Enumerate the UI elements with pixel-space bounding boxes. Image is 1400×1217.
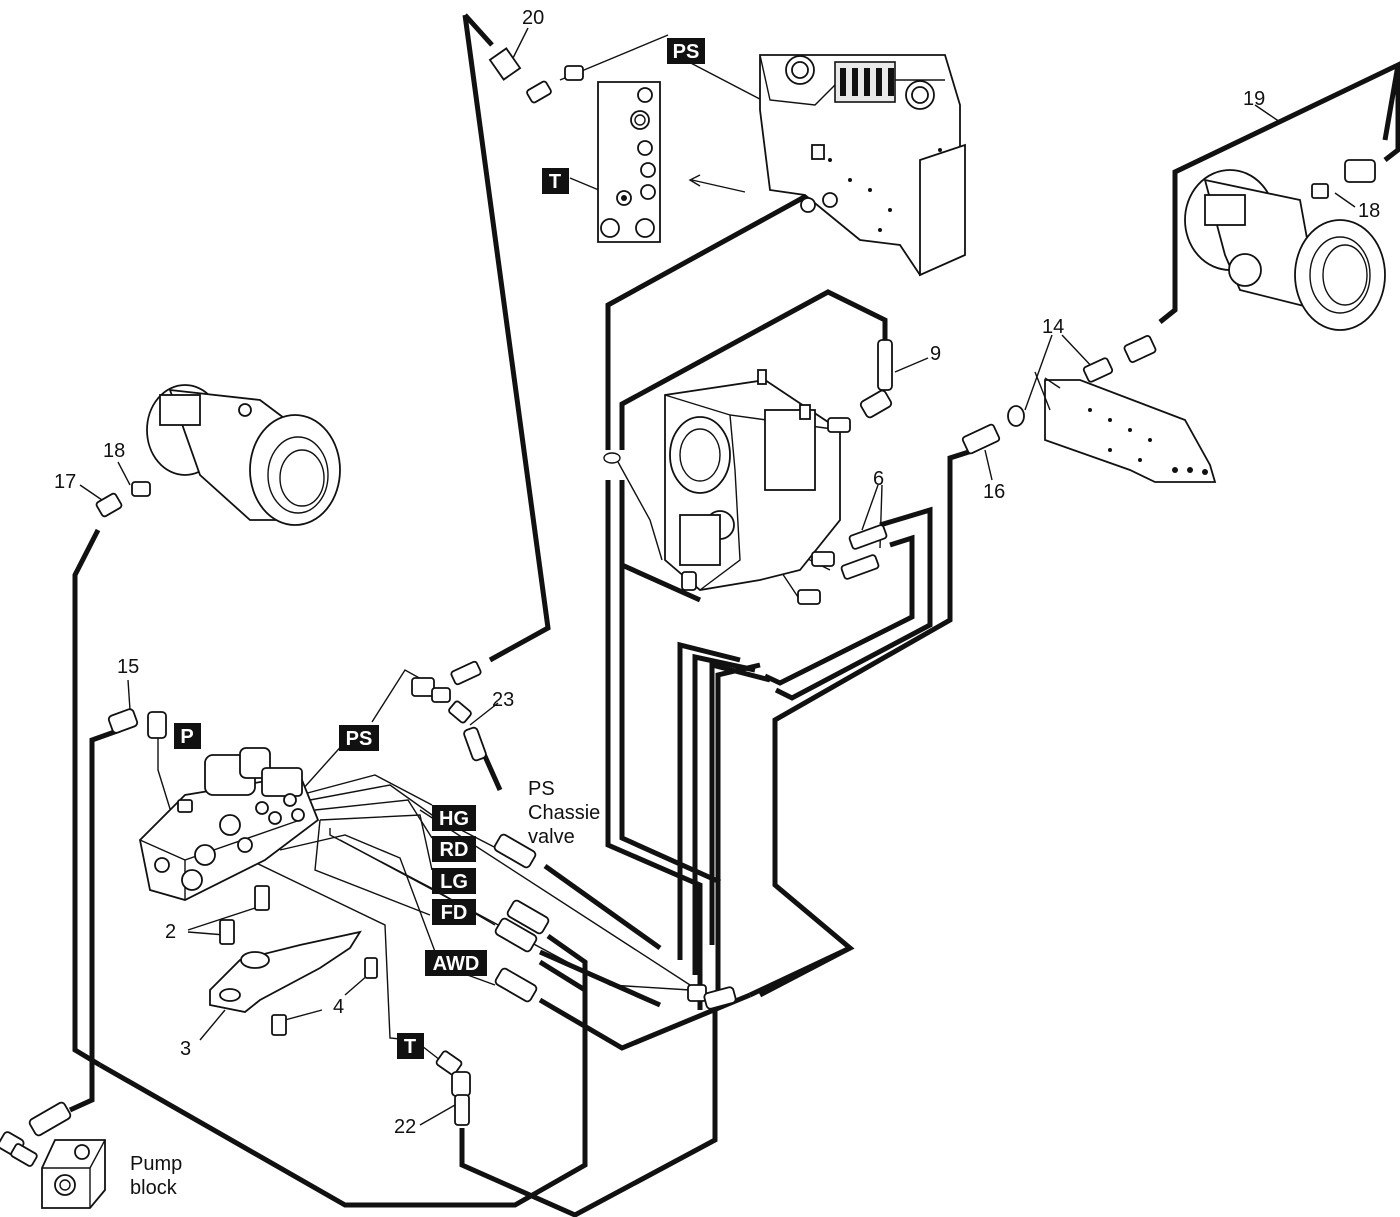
callout-2: 2 (165, 921, 176, 943)
svg-text:FD: FD (441, 902, 468, 924)
fitting-20 (488, 47, 584, 104)
port-plate (597, 81, 661, 243)
svg-text:Chassie: Chassie (528, 802, 600, 824)
svg-text:PS: PS (673, 41, 700, 63)
svg-text:LG: LG (440, 871, 468, 893)
axle-left (95, 384, 341, 526)
hose-lines (68, 13, 1400, 1217)
hose-left-column-2 (619, 565, 722, 885)
svg-text:PS: PS (528, 778, 555, 800)
svg-text:T: T (404, 1036, 416, 1058)
pump-block-caption: Pump block (130, 1153, 182, 1199)
svg-text:AWD: AWD (433, 953, 480, 975)
svg-text:T: T (549, 171, 561, 193)
hose-19 (1158, 61, 1400, 324)
svg-text:valve: valve (528, 826, 575, 848)
hose-ps-feed (462, 14, 551, 663)
tag-awd: AWD (425, 950, 487, 976)
svg-text:block: block (130, 1177, 178, 1199)
hose-6b (763, 534, 915, 686)
fitting-23 (411, 660, 487, 762)
bracket-3 (209, 885, 378, 1036)
callout-9: 9 (930, 343, 941, 365)
tag-rd: RD (432, 836, 476, 862)
callout-6: 6 (873, 468, 884, 490)
hose-ends (493, 833, 550, 1003)
hose-22 (459, 1010, 718, 1217)
callout-4: 4 (333, 996, 344, 1018)
tag-t-bottom: T (397, 1033, 424, 1059)
port-tags: PS T P PS HG RD LG FD (174, 38, 705, 1059)
valve-block (107, 708, 320, 901)
svg-text:P: P (180, 726, 193, 748)
callout-19: 19 (1243, 88, 1265, 110)
callout-22: 22 (394, 1116, 416, 1138)
tag-fd: FD (432, 899, 476, 925)
pump-block (0, 1101, 106, 1209)
hose-9 (619, 289, 888, 450)
gearbox (603, 339, 893, 605)
tag-hg: HG (432, 805, 476, 831)
ps-chassie-valve-caption: PS Chassie valve (528, 778, 600, 848)
tag-t-top: T (542, 168, 569, 194)
svg-text:HG: HG (439, 808, 469, 830)
callout-16: 16 (983, 481, 1005, 503)
callout-14: 14 (1042, 316, 1064, 338)
bracket-14 (961, 335, 1217, 483)
callout-20: 20 (522, 7, 544, 29)
part-numbers: 20 19 18 14 9 6 16 18 17 15 23 2 4 3 22 (54, 7, 1380, 1138)
hose-left-column (605, 560, 703, 1010)
svg-text:Pump: Pump (130, 1153, 182, 1175)
hose-gearbox-c (709, 661, 771, 945)
fitting-bottom-right (687, 984, 737, 1010)
svg-text:RD: RD (440, 839, 469, 861)
axle-right (1184, 159, 1386, 331)
callout-23: 23 (492, 689, 514, 711)
fitting-22 (435, 1050, 471, 1126)
hose-6a (774, 506, 933, 701)
hose-19b (1383, 65, 1400, 162)
hose-awd (538, 992, 751, 1051)
hose-hg (543, 863, 662, 951)
callout-18-left: 18 (103, 440, 125, 462)
chassis-frame (759, 54, 966, 277)
tag-lg: LG (432, 868, 476, 894)
hose-lg (538, 949, 662, 1008)
callout-3: 3 (180, 1038, 191, 1060)
callout-17: 17 (54, 471, 76, 493)
hose-bottom-loop (98, 959, 588, 1208)
hose-gearbox-d (715, 662, 761, 990)
hose-17 (72, 528, 102, 1068)
tag-p: P (174, 723, 201, 749)
hose-fd (546, 933, 588, 1000)
tag-ps-mid: PS (339, 725, 379, 751)
hose-15 (68, 727, 121, 1113)
callout-15: 15 (117, 656, 139, 678)
callout-18-right: 18 (1358, 200, 1380, 222)
hose-right-bottom (758, 945, 852, 998)
hose-frame-return (605, 192, 810, 450)
hose-gearbox-b (692, 653, 756, 975)
tag-ps-top: PS (667, 38, 705, 64)
hose-ps-top (463, 13, 494, 47)
hose-gearbox-a (677, 641, 741, 960)
svg-text:PS: PS (346, 728, 373, 750)
